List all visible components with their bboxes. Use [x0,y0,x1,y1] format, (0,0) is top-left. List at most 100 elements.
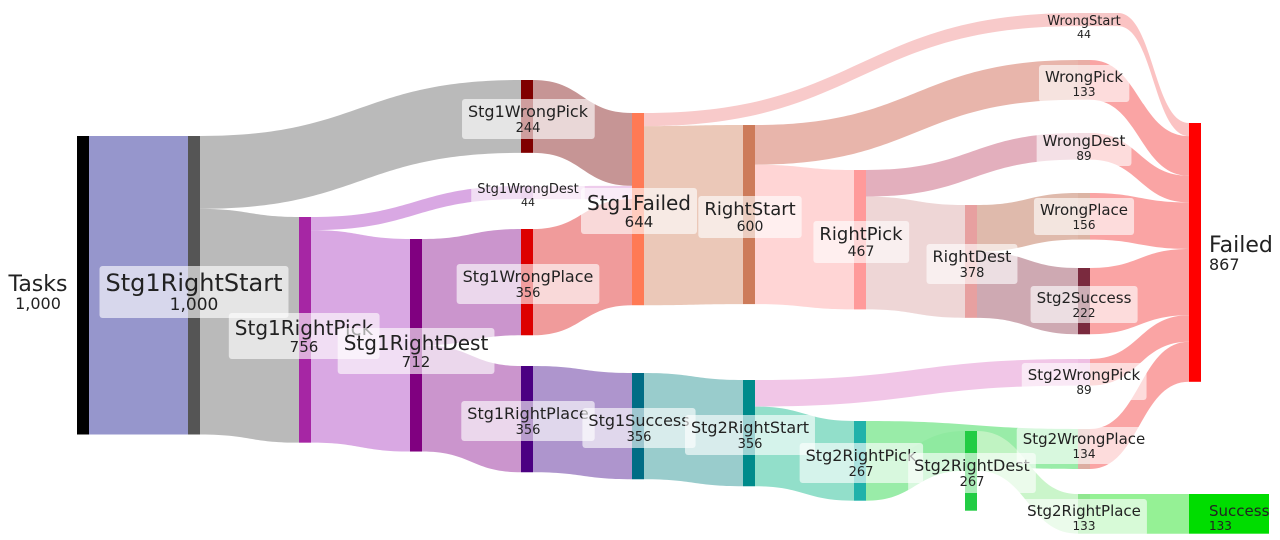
label-background-s2s [1030,286,1138,323]
node-value-ws: 44 [1077,28,1091,41]
node-label-s1rpl: Stg1RightPlace [467,404,588,423]
node-value-wp: 133 [1073,85,1096,99]
node-value-failed: 867 [1209,255,1240,274]
label-background-wd [1036,129,1132,166]
node-label-s2wpl: Stg2WrongPlace [1023,430,1146,448]
node-label-s2wp: Stg2WrongPick [1028,366,1141,384]
label-background-wpl [1033,198,1135,235]
node-label-success: Success [1209,502,1270,520]
node-label-s1f: Stg1Failed [587,191,691,215]
node-value-tasks: 1,000 [15,294,61,313]
label-background-s1rs [99,266,289,318]
node-label-wd: WrongDest [1043,132,1126,150]
label-background-s1wpl [456,264,600,304]
node-value-s1wpl: 356 [516,286,541,301]
label-background-s2rp [799,443,924,483]
sankey-node-ws[interactable] [1078,13,1118,27]
sankey-node-failed[interactable] [1189,123,1201,382]
node-value-s2wpl: 134 [1073,447,1096,461]
label-background-s2wpl [1016,427,1152,464]
node-label-ws: WrongStart [1047,14,1121,29]
label-background-s2rpl [1021,499,1147,536]
sankey-link-ws-to-failed[interactable] [1118,13,1189,137]
label-background-s1wd [471,179,585,212]
node-label-s1rs: Stg1RightStart [106,269,283,297]
node-value-wd: 89 [1076,149,1091,163]
label-background-s1s [582,408,696,448]
sankey-labels: Tasks1,000Stg1RightStart1,000Stg1RightPi… [8,14,1273,536]
node-label-s1wp: Stg1WrongPick [468,102,589,121]
node-value-s2rs: 356 [738,437,763,452]
node-label-s1wpl: Stg1WrongPlace [463,267,594,286]
sankey-link-s1rp-to-s1wd[interactable] [311,186,521,231]
sankey-node-success[interactable] [1189,494,1269,534]
node-value-s2s: 222 [1073,306,1096,320]
node-value-rp: 467 [848,244,875,260]
sankey-link-rs-to-wp[interactable] [755,60,1078,165]
node-label-rd: RightDest [933,247,1012,266]
node-label-s1rd: Stg1RightDest [344,331,489,355]
node-value-s2rp: 267 [849,465,874,480]
node-label-s2rd: Stg2RightDest [914,456,1030,475]
node-value-s1rp: 756 [290,338,319,356]
node-value-s1s: 356 [627,430,652,445]
node-label-s2rs: Stg2RightStart [691,418,809,437]
node-value-success: 133 [1209,519,1232,533]
node-value-s2rd: 267 [960,475,985,490]
label-background-rs [698,196,802,238]
node-value-rs: 600 [737,219,764,235]
node-value-s1rd: 712 [402,353,431,371]
node-label-failed: Failed [1209,233,1273,258]
sankey-link-s1f-to-ws[interactable] [644,13,1078,127]
node-label-s1wd: Stg1WrongDest [477,182,579,197]
node-value-wpl: 156 [1073,218,1096,232]
label-background-s2rd [908,453,1036,493]
node-label-tasks: Tasks [8,272,68,297]
node-value-s1f: 644 [625,213,654,231]
label-background-s2rs [685,415,815,455]
node-label-s2rp: Stg2RightPick [806,446,917,465]
node-value-s2wp: 89 [1076,383,1091,397]
sankey-node-tasks[interactable] [77,136,89,435]
sankey-link-s1rs-to-s1wp[interactable] [200,80,521,209]
node-value-s1rs: 1,000 [170,295,219,315]
sankey-link-rp-to-wd[interactable] [866,133,1078,197]
node-value-s1wd: 44 [521,196,535,209]
label-background-wp [1038,65,1130,102]
label-background-s1rd [337,328,495,374]
sankey-link-s2rs-to-s2wp[interactable] [755,359,1078,407]
node-label-rp: RightPick [819,224,903,245]
node-label-s2s: Stg2Success [1037,289,1132,307]
node-label-s1s: Stg1Success [588,411,689,430]
node-value-s1rpl: 356 [516,423,541,438]
label-background-s1f [581,188,697,234]
label-background-s2wp [1021,363,1147,400]
node-label-wpl: WrongPlace [1040,201,1128,219]
node-value-s1wp: 244 [516,121,541,136]
label-background-s1wp [462,99,595,139]
label-background-rp [813,221,910,263]
